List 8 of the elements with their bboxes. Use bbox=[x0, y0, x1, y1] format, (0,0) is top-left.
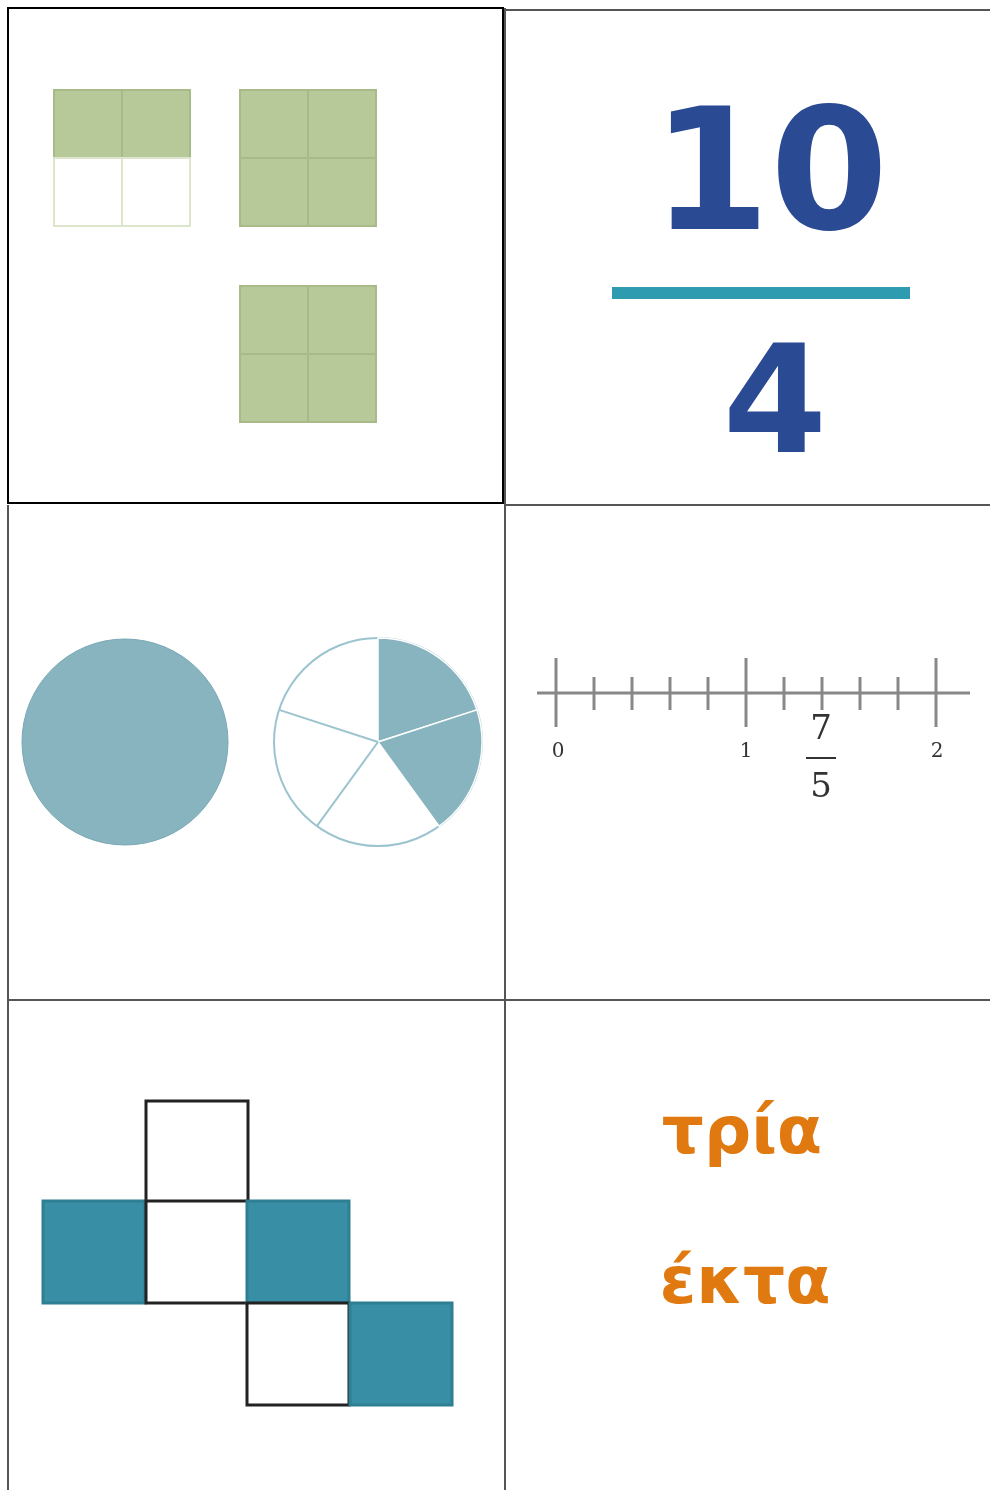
number-word: έκτα bbox=[659, 1248, 831, 1314]
fraction-numerator: 7 bbox=[810, 710, 832, 744]
tick-label: 2 bbox=[930, 740, 944, 760]
tick-label: 1 bbox=[739, 740, 753, 760]
fraction-numerator: 10 bbox=[651, 85, 889, 255]
fraction-denominator: 5 bbox=[810, 768, 832, 802]
fraction-denominator: 4 bbox=[722, 325, 828, 475]
tick-label: 0 bbox=[551, 740, 565, 760]
